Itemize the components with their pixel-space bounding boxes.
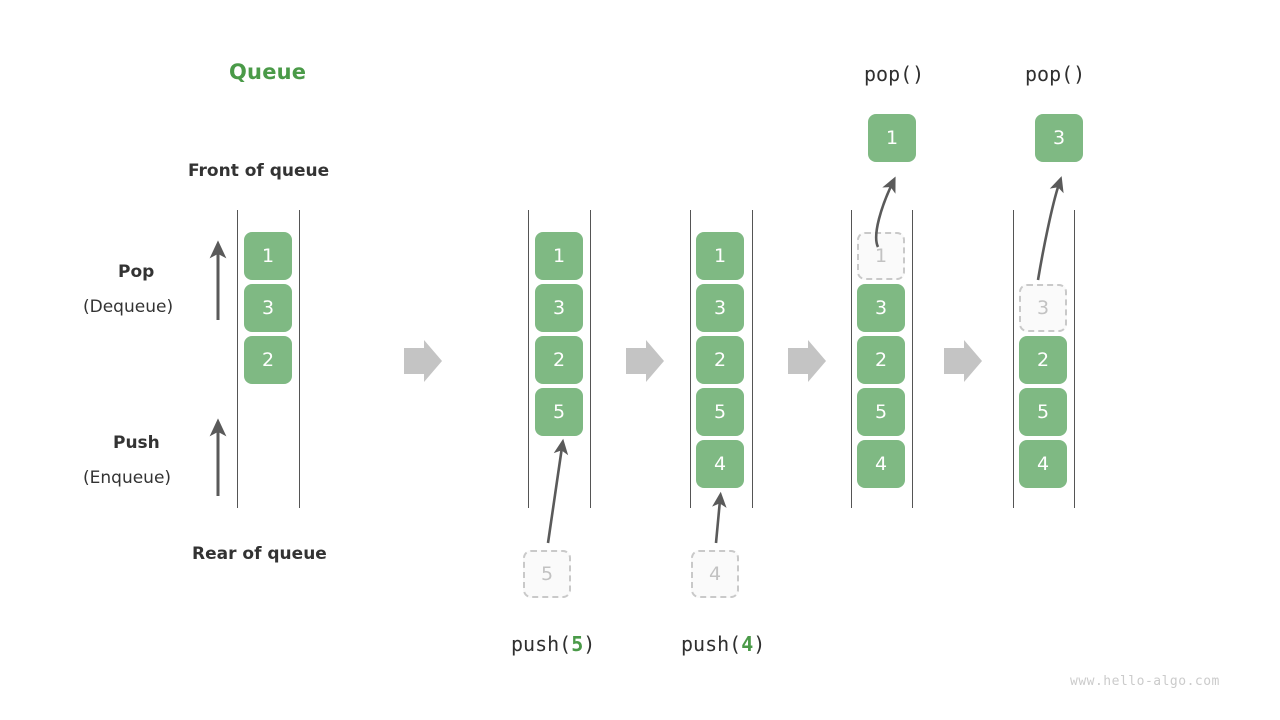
popped-item: 3	[1035, 114, 1083, 162]
op-prefix: push(	[511, 632, 572, 656]
queue-item: 1	[696, 232, 744, 280]
operation-caption-pop-1: pop()	[864, 62, 925, 86]
queue-item: 2	[1019, 336, 1067, 384]
operation-caption-pop-2: pop()	[1025, 62, 1086, 86]
queue-item: 3	[696, 284, 744, 332]
queue-item: 2	[696, 336, 744, 384]
popped-item: 1	[868, 114, 916, 162]
queue-rail-right-stage-5	[1074, 210, 1075, 508]
queue-item: 2	[857, 336, 905, 384]
stage-transition-arrow-1	[404, 340, 442, 382]
queue-item-vacated: 1	[857, 232, 905, 280]
front-of-queue-label: Front of queue	[188, 161, 330, 181]
pending-push-item: 4	[691, 550, 739, 598]
push-label: Push	[113, 433, 160, 453]
pop-3-extract-arrow	[1036, 176, 1064, 281]
push-alt-label: (Enqueue)	[83, 468, 172, 488]
queue-item: 5	[857, 388, 905, 436]
queue-rail-left-stage-2	[528, 210, 529, 508]
queue-item: 5	[696, 388, 744, 436]
queue-item: 2	[535, 336, 583, 384]
queue-item: 3	[857, 284, 905, 332]
queue-item: 1	[535, 232, 583, 280]
queue-rail-right-stage-4	[912, 210, 913, 508]
op-arg: 5	[571, 632, 584, 656]
queue-item: 1	[244, 232, 292, 280]
watermark: www.hello-algo.com	[1070, 674, 1220, 689]
queue-rail-right-stage-1	[299, 210, 300, 508]
queue-rail-left-stage-1	[237, 210, 238, 508]
queue-item: 2	[244, 336, 292, 384]
push-5-insert-arrow	[546, 438, 569, 544]
stage-transition-arrow-2	[626, 340, 664, 382]
queue-item-vacated: 3	[1019, 284, 1067, 332]
queue-item: 4	[696, 440, 744, 488]
op-suffix: )	[753, 632, 766, 656]
stage-transition-arrow-3	[788, 340, 826, 382]
queue-rail-left-stage-5	[1013, 210, 1014, 508]
rear-of-queue-label: Rear of queue	[192, 544, 327, 564]
queue-rail-left-stage-3	[690, 210, 691, 508]
queue-item: 4	[857, 440, 905, 488]
pending-push-item: 5	[523, 550, 571, 598]
queue-item: 5	[535, 388, 583, 436]
queue-rail-left-stage-4	[851, 210, 852, 508]
queue-item: 4	[1019, 440, 1067, 488]
operation-caption-push-4: push(4)	[681, 632, 765, 656]
queue-item: 3	[244, 284, 292, 332]
pop-label: Pop	[118, 262, 155, 282]
pop-alt-label: (Dequeue)	[83, 297, 174, 317]
stage-transition-arrow-4	[944, 340, 982, 382]
op-prefix: push(	[681, 632, 742, 656]
diagram-title: Queue	[229, 60, 307, 84]
queue-rail-right-stage-3	[752, 210, 753, 508]
operation-caption-push-5: push(5)	[511, 632, 595, 656]
queue-item: 3	[535, 284, 583, 332]
op-arg: 4	[741, 632, 754, 656]
queue-item: 5	[1019, 388, 1067, 436]
queue-rail-right-stage-2	[590, 210, 591, 508]
push-4-insert-arrow	[712, 491, 727, 544]
op-suffix: )	[583, 632, 596, 656]
